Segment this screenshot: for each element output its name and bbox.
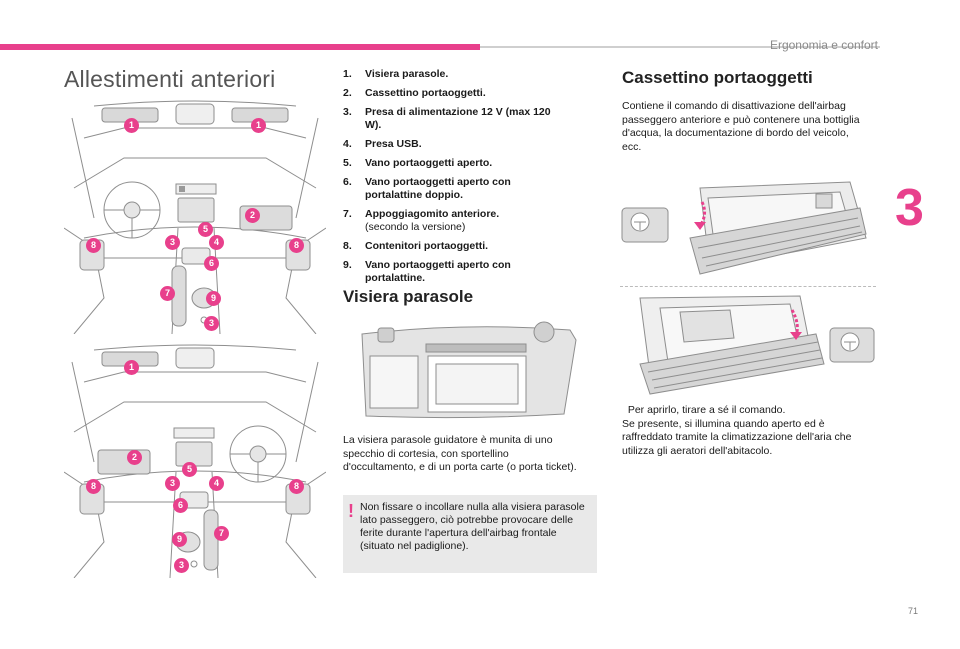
callout-3: 3 — [174, 558, 189, 573]
chapter-number: 3 — [895, 179, 924, 237]
callout-6: 6 — [173, 498, 188, 513]
section-title: Allestimenti anteriori — [64, 66, 276, 92]
callout-9: 9 — [172, 532, 187, 547]
callout-3: 3 — [165, 235, 180, 250]
header-rule — [480, 46, 880, 48]
callout-7: 7 — [214, 526, 229, 541]
callout-8: 8 — [86, 479, 101, 494]
sun-visor-illustration — [361, 321, 577, 419]
cassettino-description: Contiene il comando di disattivazione de… — [622, 100, 860, 153]
callout-8: 8 — [86, 238, 101, 253]
list-item: 4.Presa USB. — [343, 138, 422, 150]
callout-1: 1 — [124, 360, 139, 375]
list-item: 1.Visiera parasole. — [343, 68, 449, 80]
list-item: 8.Contenitori portaoggetti. — [343, 240, 489, 252]
callout-1: 1 — [124, 118, 139, 133]
callout-1: 1 — [251, 118, 266, 133]
instruction-open: Per aprirlo, tirare a sé il comando. — [627, 404, 786, 416]
list-item: 9.Vano portaoggetti aperto con portalatt… — [343, 259, 511, 284]
page-number: 71 — [908, 606, 919, 616]
dashboard-callouts-bottom: 1 2 5 3 4 8 8 6 7 9 3 — [64, 342, 326, 578]
callout-3: 3 — [204, 316, 219, 331]
visiera-description: La visiera parasole guidatore è munita d… — [343, 434, 577, 473]
list-item-note: (secondo la versione) — [365, 221, 466, 233]
callout-5: 5 — [198, 222, 213, 237]
section-divider — [620, 286, 876, 287]
warning-icon: ! — [348, 501, 354, 521]
callout-9: 9 — [206, 291, 221, 306]
callout-6: 6 — [204, 256, 219, 271]
list-item: 7.Appoggiagomito anteriore.(secondo la v… — [343, 208, 500, 233]
list-item: 2.Cassettino portaoggetti. — [343, 87, 486, 99]
list-item: 6.Vano portaoggetti aperto con portalatt… — [343, 176, 511, 201]
list-item: 3.Presa di alimentazione 12 V (max 120 W… — [343, 106, 551, 131]
equipment-list: 1.Visiera parasole. 2.Cassettino portaog… — [343, 68, 563, 291]
callout-8: 8 — [289, 479, 304, 494]
cassettino-instructions: Per aprirlo, tirare a sé il comando. Se … — [622, 404, 872, 458]
callout-7: 7 — [160, 286, 175, 301]
chapter-title: Ergonomia e confort — [769, 38, 878, 52]
visiera-heading: Visiera parasole — [343, 287, 474, 306]
callout-5: 5 — [182, 462, 197, 477]
cassettino-heading: Cassettino portaoggetti — [622, 68, 813, 87]
callout-2: 2 — [127, 450, 142, 465]
dashboard-callouts-top: 1 1 2 5 3 4 8 8 6 7 9 3 — [64, 98, 326, 334]
callout-2: 2 — [245, 208, 260, 223]
callout-4: 4 — [209, 235, 224, 250]
header-accent-bar — [0, 44, 480, 50]
callout-4: 4 — [209, 476, 224, 491]
callout-8: 8 — [289, 238, 304, 253]
callout-3: 3 — [165, 476, 180, 491]
list-item: 5.Vano portaoggetti aperto. — [343, 157, 493, 169]
instruction-light: Se presente, si illumina quando aperto e… — [622, 417, 852, 457]
warning-box: ! Non fissare o incollare nulla alla vis… — [343, 495, 597, 573]
glovebox-open-illustration — [639, 295, 875, 395]
glovebox-closed-illustration — [621, 181, 867, 275]
warning-text: Non fissare o incollare nulla alla visie… — [360, 501, 585, 552]
